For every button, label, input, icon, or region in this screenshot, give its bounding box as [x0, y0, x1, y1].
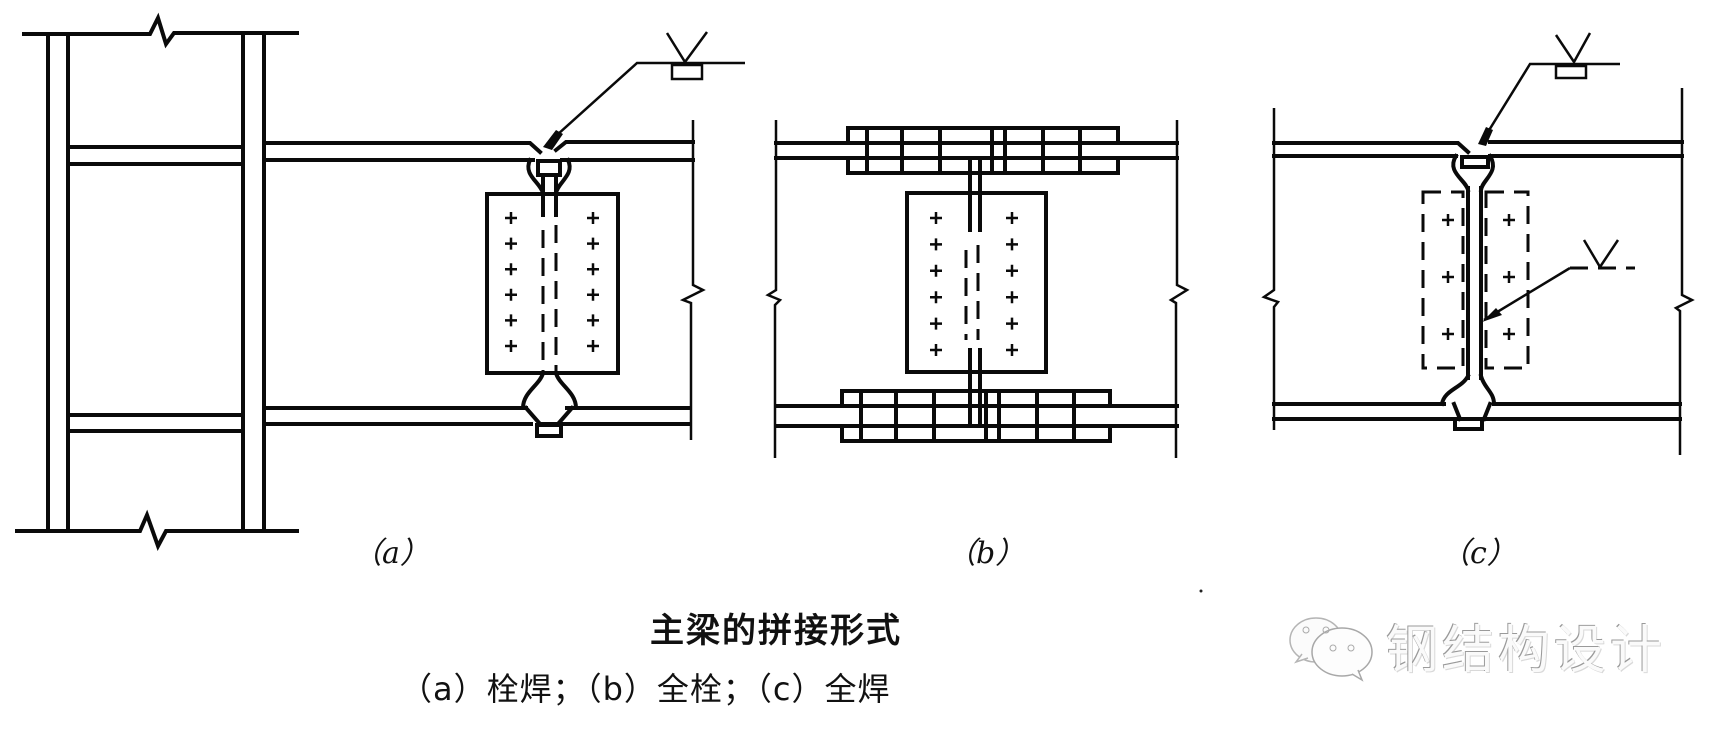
bolt-group-a — [505, 212, 599, 352]
bolt — [505, 212, 517, 224]
bolt — [1442, 328, 1454, 340]
weld-symbol-v — [1554, 32, 1592, 65]
flange-splice-plate-bottom-outer — [840, 424, 1112, 443]
bolt — [505, 340, 517, 352]
beam-top-flange — [262, 140, 695, 155]
panel-a-drawing — [15, 12, 745, 551]
panel-b-drawing — [765, 120, 1190, 458]
bolt — [1006, 291, 1018, 304]
right-break-line — [679, 120, 706, 440]
wechat-icon — [1289, 616, 1373, 682]
backing-bar-bottom — [1453, 417, 1484, 431]
bolt — [1006, 264, 1018, 277]
flange-splice-plate-top-inner — [846, 156, 1120, 175]
bolt — [1006, 212, 1018, 224]
weld-bottom — [1451, 401, 1493, 422]
bolt — [505, 237, 517, 250]
panel-label-a: （a） — [352, 536, 430, 571]
bolt — [587, 314, 599, 327]
backing-bar-top — [1460, 155, 1490, 169]
bolt — [1006, 317, 1018, 330]
beam-top-flange — [1272, 140, 1684, 155]
bolt-group-c — [1442, 214, 1515, 340]
bolt — [587, 263, 599, 276]
left-break-line — [1261, 108, 1281, 430]
erection-plate-left — [1421, 190, 1465, 370]
bolt — [587, 237, 599, 250]
bolt — [930, 212, 942, 224]
weld-symbol-backing — [1554, 64, 1588, 80]
figure-title: 主梁的拼接形式 — [650, 611, 902, 651]
bolt — [587, 212, 599, 224]
erection-plate-right — [1484, 190, 1530, 370]
flange-bolt-group-b — [859, 126, 1082, 443]
bolt — [930, 291, 942, 304]
bolt — [587, 288, 599, 301]
right-break-line — [1168, 120, 1190, 458]
bolt — [1006, 238, 1018, 251]
bolt-group-b — [930, 212, 1018, 356]
weld-bottom — [523, 405, 575, 426]
panel-label-b: （b） — [946, 536, 1026, 571]
web-splice-plate — [485, 192, 620, 375]
bolt — [1503, 214, 1515, 226]
backing-bar-top — [536, 159, 562, 177]
bolt — [1503, 328, 1515, 340]
bolt — [930, 344, 942, 356]
bolt — [505, 314, 517, 327]
stray-dot — [1199, 589, 1203, 593]
weld-symbol-v — [665, 31, 709, 65]
bolt — [1503, 271, 1515, 283]
panel-label-c: （c） — [1440, 536, 1517, 571]
weld-arrow — [543, 130, 563, 150]
bolt — [505, 263, 517, 276]
top-break-line — [22, 12, 299, 49]
weld-symbol-leader — [1481, 62, 1620, 141]
web-splice-plate — [905, 191, 1048, 374]
flange-splice-plate-top-outer — [846, 126, 1120, 145]
watermark: 钢结构设计 — [1286, 608, 1666, 683]
figure-subtitle: （a）栓焊；（b）全栓；（c）全焊 — [400, 670, 891, 708]
weld-access-hole-bottom — [520, 370, 579, 411]
backing-bar-bottom — [535, 423, 563, 438]
bolt — [1442, 214, 1454, 226]
weld-arrow — [1478, 127, 1493, 146]
flange-splice-plate-bottom-inner — [840, 389, 1112, 408]
bolt — [930, 317, 942, 330]
right-break-line — [1673, 88, 1695, 455]
bolt — [930, 238, 942, 251]
bolt — [505, 288, 517, 301]
bolt — [1006, 344, 1018, 356]
weld-symbol-backing — [670, 63, 704, 81]
web-weld-symbol-v — [1582, 239, 1620, 270]
panel-c-drawing — [1261, 32, 1695, 455]
weld-symbol-leader — [546, 61, 745, 145]
bolt — [1442, 271, 1454, 283]
bottom-break-line — [15, 509, 299, 551]
left-break-line — [765, 120, 783, 458]
bolt — [930, 264, 942, 277]
weld-access-hole-bottom — [1439, 373, 1497, 407]
bolt — [587, 340, 599, 352]
watermark-text: 钢结构设计 — [1386, 621, 1667, 681]
web-weld-arrow — [1482, 308, 1502, 322]
